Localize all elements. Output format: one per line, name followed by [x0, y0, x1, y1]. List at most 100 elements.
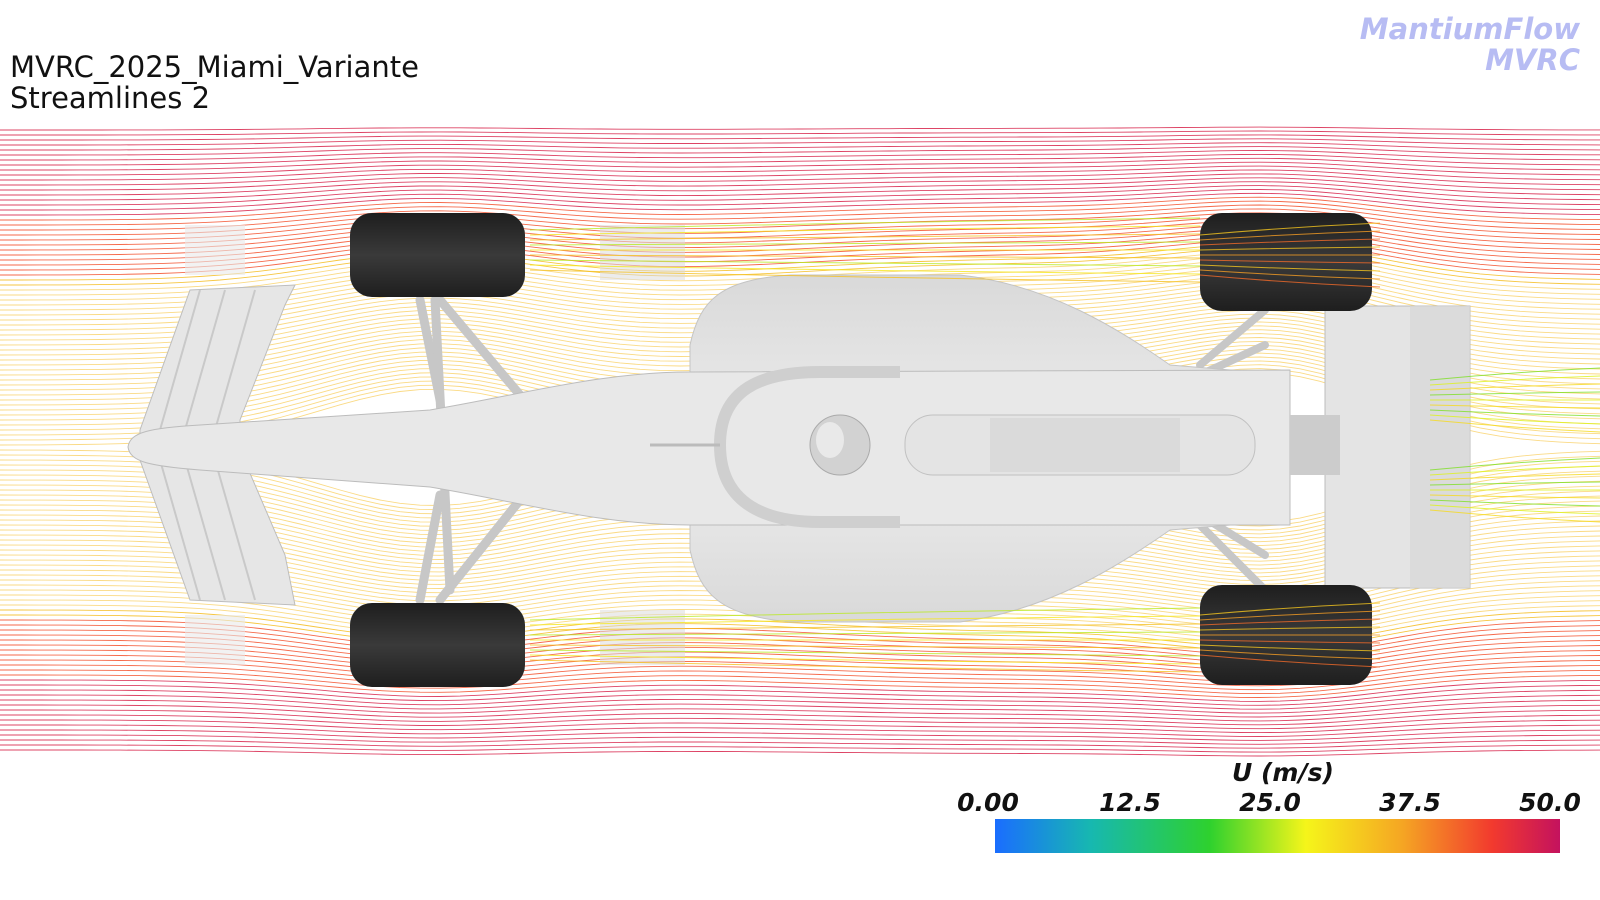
streamline	[1429, 383, 1600, 391]
streamline	[1199, 618, 1381, 626]
streamline	[0, 185, 1600, 206]
streamline	[0, 177, 1600, 196]
streamline	[529, 241, 1201, 246]
streamline	[529, 607, 1201, 621]
streamline	[1199, 639, 1381, 644]
colorbar-tick: 12.5	[1099, 788, 1161, 817]
streamline	[0, 694, 1600, 714]
streamline	[0, 719, 1600, 734]
front-right-tyre	[350, 603, 525, 687]
streamline	[529, 654, 1201, 665]
colorbar-title: U (m/s)	[1232, 758, 1334, 787]
colorbar-tick: 0.00	[957, 788, 1019, 817]
streamline	[529, 644, 1201, 649]
streamline	[1429, 509, 1600, 523]
streamline	[1429, 367, 1600, 381]
streamline	[1429, 481, 1600, 486]
streamline	[1199, 222, 1381, 236]
streamline	[1199, 238, 1381, 246]
streamline	[529, 615, 1201, 626]
streamline	[1199, 654, 1381, 668]
streamline	[0, 134, 1600, 141]
streamline	[529, 259, 1201, 267]
streamline	[0, 169, 1600, 186]
front-left-tyre	[350, 213, 525, 297]
streamline	[529, 623, 1201, 631]
streamline	[0, 669, 1600, 695]
streamline	[0, 192, 1600, 216]
streamline	[0, 714, 1600, 730]
streamline	[1429, 473, 1600, 481]
streamline	[529, 649, 1201, 657]
streamline	[529, 264, 1201, 275]
streamline	[1429, 375, 1600, 386]
colorbar-tick: 50.0	[1519, 788, 1581, 817]
streamline	[0, 729, 1600, 741]
streamline	[0, 739, 1600, 749]
halo	[714, 366, 900, 528]
streamline	[529, 254, 1201, 259]
streamline	[1199, 264, 1381, 272]
rear-wing	[1290, 305, 1471, 589]
streamline	[0, 709, 1600, 726]
streamline	[529, 233, 1201, 241]
streamline	[529, 225, 1201, 236]
streamline	[0, 674, 1600, 698]
streamline	[1199, 259, 1381, 264]
streamline	[0, 664, 1600, 691]
streamline	[0, 161, 1600, 176]
colorbar-gradient	[995, 819, 1560, 853]
streamline	[0, 689, 1600, 710]
brand-line1: MantiumFlow	[1359, 12, 1580, 46]
streamline	[0, 200, 1600, 226]
streamline	[0, 734, 1600, 745]
streamline	[1429, 499, 1600, 507]
streamlines-near-car	[529, 217, 1600, 673]
streamline	[0, 699, 1600, 718]
streamline	[0, 146, 1600, 156]
streamline	[1429, 494, 1600, 499]
streamline	[1199, 602, 1381, 616]
colorbar-tick: 37.5	[1379, 788, 1441, 817]
streamline	[0, 126, 1600, 131]
streamline	[529, 631, 1201, 636]
streamline	[0, 157, 1600, 171]
streamline	[0, 679, 1600, 702]
streamline	[0, 749, 1600, 757]
sidepod-panel-top	[600, 225, 685, 280]
streamline	[0, 684, 1600, 706]
streamline	[1199, 230, 1381, 241]
streamline	[0, 704, 1600, 722]
streamline	[1429, 404, 1600, 409]
streamline	[0, 204, 1600, 231]
case-name: MVRC_2025_Miami_Variante	[10, 50, 419, 84]
streamline	[0, 150, 1600, 161]
streamline	[1429, 465, 1600, 476]
streamline	[0, 189, 1600, 211]
colorbar-tick: 25.0	[1239, 788, 1301, 817]
streamline	[529, 269, 1201, 283]
streamline	[529, 217, 1201, 231]
streamline	[1199, 649, 1381, 660]
streamline	[0, 724, 1600, 737]
streamline	[0, 744, 1600, 753]
streamline	[0, 138, 1600, 146]
brand-line2: MVRC	[1485, 43, 1580, 77]
front-suspension	[415, 295, 525, 605]
race-car-model	[127, 213, 1471, 687]
streamline	[0, 196, 1600, 221]
streamline	[1429, 457, 1600, 471]
sidepod-panel-bottom	[600, 610, 685, 665]
streamline	[0, 181, 1600, 201]
streamline	[1429, 419, 1600, 433]
simulation-title: MVRC_2025_Miami_Variante Streamlines 2	[10, 52, 419, 114]
streamline	[1199, 610, 1381, 621]
streamline	[1429, 414, 1600, 425]
streamline	[1199, 644, 1381, 652]
streamline	[0, 130, 1600, 136]
streamline	[1199, 246, 1381, 251]
streamline	[1429, 409, 1600, 417]
streamline	[1199, 269, 1381, 280]
streamline	[1429, 504, 1600, 515]
